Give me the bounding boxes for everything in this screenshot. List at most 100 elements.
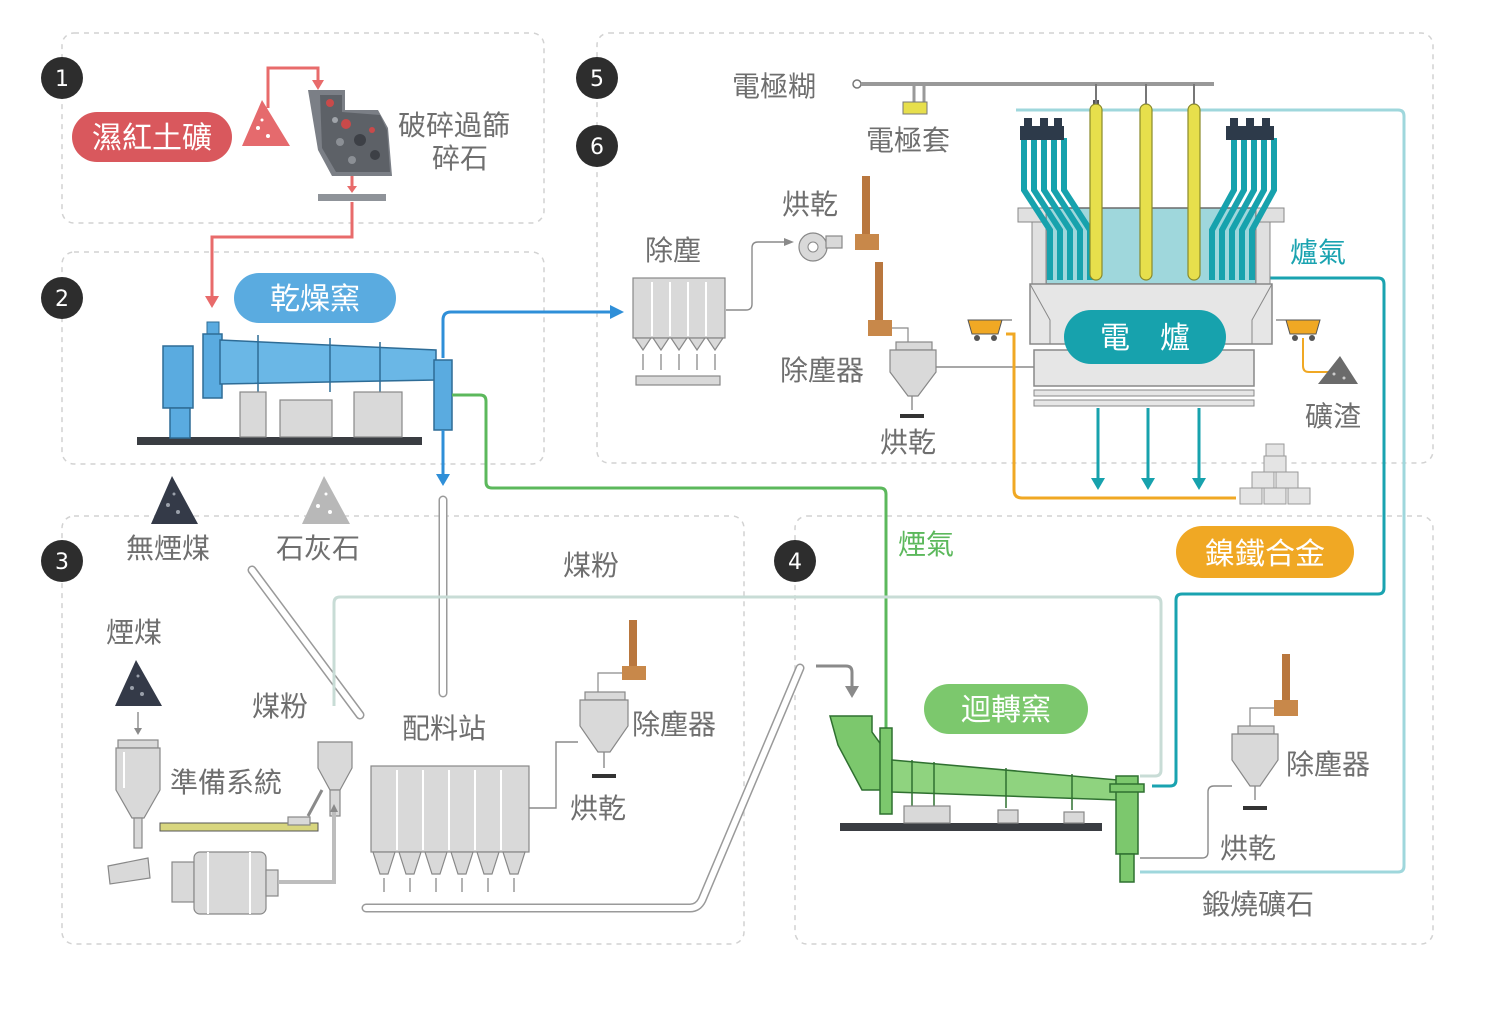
bituminous-pile-icon [115, 660, 162, 706]
arrowhead-icon [1192, 478, 1206, 490]
arrowhead-icon [1141, 478, 1155, 490]
ferronickel-line [1006, 332, 1236, 500]
dedust-bags-icon [632, 277, 726, 352]
svg-text:6: 6 [590, 135, 604, 160]
label-limestone: 石灰石 [276, 532, 360, 565]
svg-text:鎳鐵合金: 鎳鐵合金 [1205, 537, 1325, 572]
label-crush-screen: 破碎過篩 [398, 109, 510, 142]
feeder-plate-icon [159, 816, 319, 832]
dedust-discharge-arrows [642, 354, 716, 370]
electrode-paste-rail [852, 79, 1214, 115]
dust-collector-3-icon [579, 620, 646, 778]
crusher-icon [308, 90, 392, 176]
label-furnace-gas: 爐氣 [1290, 236, 1346, 269]
step-2-badge: 2 [41, 277, 83, 319]
kiln-to-dust-4-line [1140, 785, 1232, 859]
ferronickel-pill: 鎳鐵合金 [1176, 526, 1354, 578]
rotary-kiln-pill: 迴轉窯 [924, 684, 1088, 734]
wet-laterite-pill: 濕紅土礦 [72, 112, 232, 162]
zone-2-drying [61, 251, 545, 465]
arrowhead-icon [330, 804, 338, 812]
exhaust-fan-icon [798, 232, 843, 262]
svg-text:乾燥窯: 乾燥窯 [270, 282, 360, 317]
anthracite-pile-icon [151, 476, 198, 524]
svg-text:4: 4 [788, 550, 802, 575]
stack-top-icon [855, 176, 879, 250]
label-dust-collector-3: 除塵器 [632, 708, 716, 741]
arrowhead-icon [436, 474, 450, 486]
label-electrode-paste: 電極糊 [732, 70, 816, 103]
slag-cart-right-icon [1276, 319, 1321, 341]
limestone-pile-icon [302, 476, 350, 524]
ore-pile-icon [242, 100, 290, 146]
label-dedust: 除塵 [645, 234, 701, 267]
ore-to-crusher-arrow [266, 66, 320, 108]
step-6-badge: 6 [576, 125, 618, 167]
label-prep-system: 準備系統 [170, 766, 282, 799]
label-crushed-stone: 碎石 [432, 142, 488, 175]
slag-pile-icon [1318, 356, 1358, 384]
step-4-badge: 4 [774, 540, 816, 582]
mill-to-cyclone-pipe [278, 812, 336, 884]
step-1-badge: 1 [41, 57, 83, 99]
label-batching-station: 配料站 [402, 712, 486, 745]
zone-4-rotary-kiln [794, 515, 1434, 945]
dust-collector-4-icon [1231, 654, 1298, 810]
rotary-kiln-icon [829, 715, 1145, 883]
dryer-kiln-icon [137, 321, 453, 445]
label-electrode-sleeve: 電極套 [866, 124, 950, 157]
powder-cyclone-icon [306, 741, 353, 817]
silo-discharge-arrows [383, 878, 515, 892]
kiln-feed-arrow [816, 664, 854, 688]
label-drying-3: 烘乾 [570, 792, 626, 825]
coal-powder-line [332, 595, 1163, 778]
label-dust-collector-4: 除塵器 [1286, 748, 1370, 781]
arrowhead-icon [347, 186, 357, 193]
svg-text:1: 1 [55, 67, 69, 92]
label-drying-6: 烘乾 [880, 426, 936, 459]
dust-collector-6-icon [868, 262, 937, 418]
label-bituminous: 煙煤 [106, 616, 162, 649]
svg-text:濕紅土礦: 濕紅土礦 [92, 121, 212, 156]
flue-gas-pipe [452, 393, 888, 733]
arrowhead-icon [784, 238, 794, 246]
batching-silos-icon [370, 765, 530, 875]
svg-text:3: 3 [55, 550, 69, 575]
calcined-ore-line [1016, 108, 1406, 874]
screen-to-dryer-arrow [210, 202, 354, 300]
label-drying-top: 烘乾 [782, 188, 838, 221]
label-drying-4: 烘乾 [1220, 832, 1276, 865]
coal-hopper-icon [115, 739, 161, 849]
arrowhead-icon [312, 80, 324, 90]
svg-text:5: 5 [590, 67, 604, 92]
step-3-badge: 3 [41, 540, 83, 582]
label-coal-powder-left: 煤粉 [252, 690, 308, 723]
svg-text:2: 2 [55, 287, 69, 312]
dedust-to-fan-line [726, 241, 786, 311]
ingot-stack-icon [1239, 443, 1311, 505]
dryer-kiln-pill: 乾燥窯 [234, 273, 396, 323]
arrowhead-icon [1091, 478, 1105, 490]
arrowhead-icon [610, 305, 624, 319]
step-5-badge: 5 [576, 57, 618, 99]
arrowhead-icon [845, 686, 859, 698]
label-anthracite: 無煙煤 [126, 532, 210, 565]
label-dust-collector-6: 除塵器 [780, 354, 864, 387]
svg-text:電 爐: 電 爐 [1100, 321, 1190, 356]
dryer-to-dedust-pipe [441, 310, 612, 358]
electric-furnace-pill: 電 爐 [1064, 310, 1226, 364]
label-calcined-ore: 鍛燒礦石 [1202, 888, 1314, 921]
silo-to-dust-line [529, 741, 578, 809]
furnace-gas-line [1152, 276, 1386, 788]
slag-cart-left-icon [967, 319, 1012, 341]
label-slag: 礦渣 [1305, 400, 1361, 433]
coal-mill-icon [107, 851, 279, 915]
svg-text:迴轉窯: 迴轉窯 [961, 693, 1051, 728]
label-coal-powder-top: 煤粉 [563, 549, 619, 582]
label-flue-gas: 煙氣 [898, 528, 954, 561]
screen-bar [318, 194, 386, 201]
zone-1-crushing [61, 32, 545, 224]
arrowhead-icon [134, 728, 142, 735]
dedust-conveyor [635, 375, 721, 386]
